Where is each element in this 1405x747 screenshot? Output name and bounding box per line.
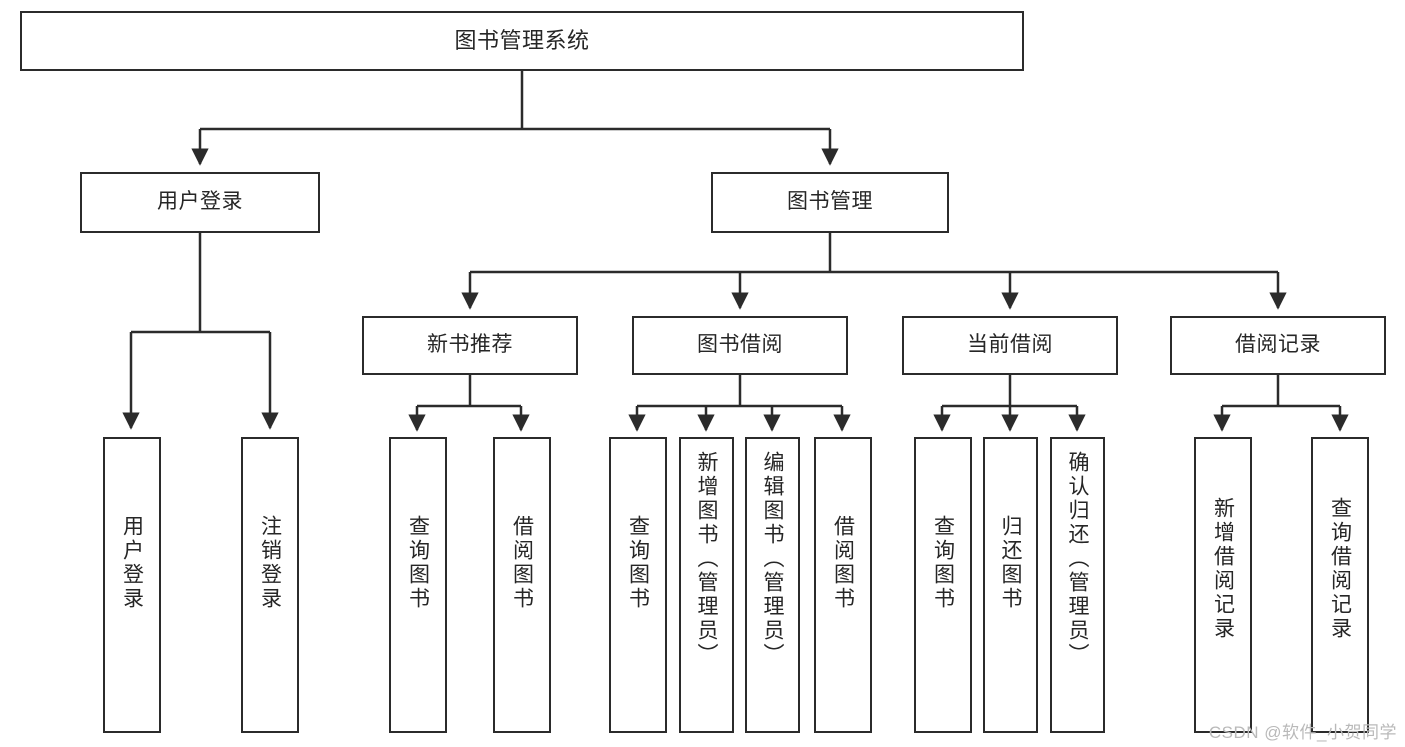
node-leaf-new-book-query[interactable]: 查询图书 <box>389 437 447 733</box>
node-label: 图书借阅 <box>697 333 783 357</box>
node-label: 借阅记录 <box>1235 333 1321 357</box>
node-label: 新增借阅记录 <box>1211 497 1235 641</box>
node-label: 查询借阅记录 <box>1328 497 1352 641</box>
csdn-watermark: CSDN @软件_小贺同学 <box>1208 723 1397 742</box>
node-label: 查询图书 <box>931 515 955 611</box>
node-leaf-user-login-logout[interactable]: 注销登录 <box>241 437 299 733</box>
node-book-borrow[interactable]: 图书借阅 <box>632 316 848 375</box>
node-label: 当前借阅 <box>967 333 1053 357</box>
node-label: 查询图书 <box>406 515 430 611</box>
node-leaf-book-borrow-borrow[interactable]: 借阅图书 <box>814 437 872 733</box>
node-label: 新增图书（管理员） <box>695 451 718 667</box>
node-label: 借阅图书 <box>831 515 855 611</box>
node-leaf-borrow-record-add[interactable]: 新增借阅记录 <box>1194 437 1252 733</box>
node-label: 编辑图书（管理员） <box>761 451 784 667</box>
node-current-borrow[interactable]: 当前借阅 <box>902 316 1118 375</box>
node-leaf-user-login-login[interactable]: 用户登录 <box>103 437 161 733</box>
node-book-management[interactable]: 图书管理 <box>711 172 949 233</box>
node-root-book-management-system[interactable]: 图书管理系统 <box>20 11 1024 71</box>
node-leaf-borrow-record-query[interactable]: 查询借阅记录 <box>1311 437 1369 733</box>
node-label: 确认归还（管理员） <box>1066 451 1089 667</box>
node-label: 借阅图书 <box>510 515 534 611</box>
node-leaf-book-borrow-query[interactable]: 查询图书 <box>609 437 667 733</box>
node-user-login[interactable]: 用户登录 <box>80 172 320 233</box>
node-leaf-current-borrow-return[interactable]: 归还图书 <box>983 437 1038 733</box>
node-leaf-book-borrow-edit[interactable]: 编辑图书（管理员） <box>745 437 800 733</box>
node-leaf-new-book-borrow[interactable]: 借阅图书 <box>493 437 551 733</box>
node-label: 注销登录 <box>258 515 282 611</box>
node-label: 用户登录 <box>157 190 243 214</box>
node-borrow-record[interactable]: 借阅记录 <box>1170 316 1386 375</box>
node-leaf-book-borrow-add[interactable]: 新增图书（管理员） <box>679 437 734 733</box>
node-label: 新书推荐 <box>427 333 513 357</box>
node-new-book-recommend[interactable]: 新书推荐 <box>362 316 578 375</box>
node-label: 归还图书 <box>999 515 1022 611</box>
node-label: 查询图书 <box>626 515 650 611</box>
node-leaf-current-borrow-confirm-return[interactable]: 确认归还（管理员） <box>1050 437 1105 733</box>
node-label: 图书管理 <box>787 190 873 214</box>
node-leaf-current-borrow-query[interactable]: 查询图书 <box>914 437 972 733</box>
node-label: 图书管理系统 <box>454 28 590 54</box>
node-label: 用户登录 <box>120 515 144 611</box>
